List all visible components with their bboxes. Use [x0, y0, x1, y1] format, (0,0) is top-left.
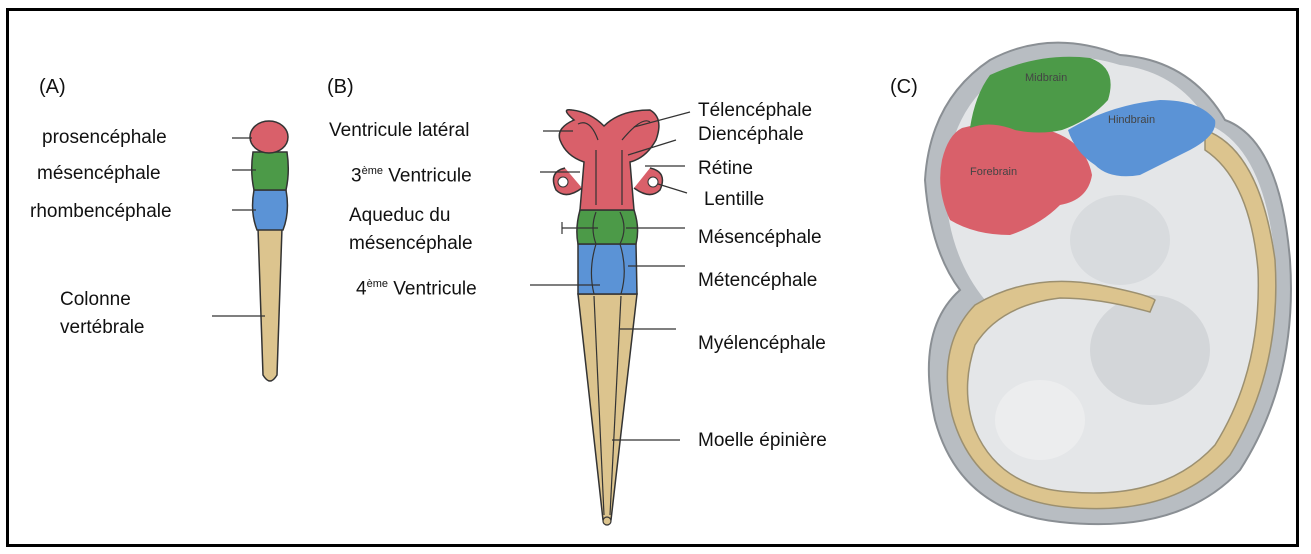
- label-rhombencephale: rhombencéphale: [30, 201, 172, 223]
- panel-a-label: (A): [39, 76, 66, 99]
- label-aqueduc-line2: mésencéphale: [349, 233, 473, 255]
- label-forebrain: Forebrain: [970, 166, 1017, 178]
- panel-a-mesencephale-shape: [252, 152, 289, 190]
- label-telencephale: Télencéphale: [698, 100, 812, 122]
- panel-b-hindbrain: [578, 244, 637, 294]
- label-moelle-epiniere: Moelle épinière: [698, 430, 827, 452]
- label-lentille: Lentille: [704, 189, 764, 211]
- label-mesencephale-a: mésencéphale: [37, 163, 161, 185]
- label-aqueduc-line1: Aqueduc du: [349, 205, 450, 227]
- label-retine: Rétine: [698, 158, 753, 180]
- panel-a-prosencephale-shape: [250, 121, 288, 153]
- panel-c-label: (C): [890, 76, 918, 99]
- label-colonne-line2: vertébrale: [60, 317, 145, 339]
- label-mesencephale-b: Mésencéphale: [698, 227, 822, 249]
- label-diencephale: Diencéphale: [698, 124, 804, 144]
- label-hindbrain: Hindbrain: [1108, 114, 1155, 126]
- panel-a-rhombencephale-shape: [253, 190, 288, 230]
- label-4eme-ventricule: 4ème Ventricule: [356, 273, 477, 300]
- label-myelencephale: Myélencéphale: [698, 333, 826, 355]
- label-3eme-ventricule: 3ème Ventricule: [351, 160, 472, 187]
- panel-a-neural-tube: [212, 121, 288, 381]
- panel-b-brain: [530, 110, 690, 525]
- label-prosencephale: prosencéphale: [42, 127, 167, 149]
- label-metencephale: Métencéphale: [698, 270, 817, 292]
- label-midbrain: Midbrain: [1025, 72, 1067, 84]
- label-ventricule-lateral: Ventricule latéral: [329, 120, 469, 142]
- panel-b-midbrain: [577, 210, 638, 244]
- panel-b-label: (B): [327, 76, 354, 99]
- label-colonne-line1: Colonne: [60, 289, 131, 311]
- panel-a-spinal-column: [258, 228, 282, 381]
